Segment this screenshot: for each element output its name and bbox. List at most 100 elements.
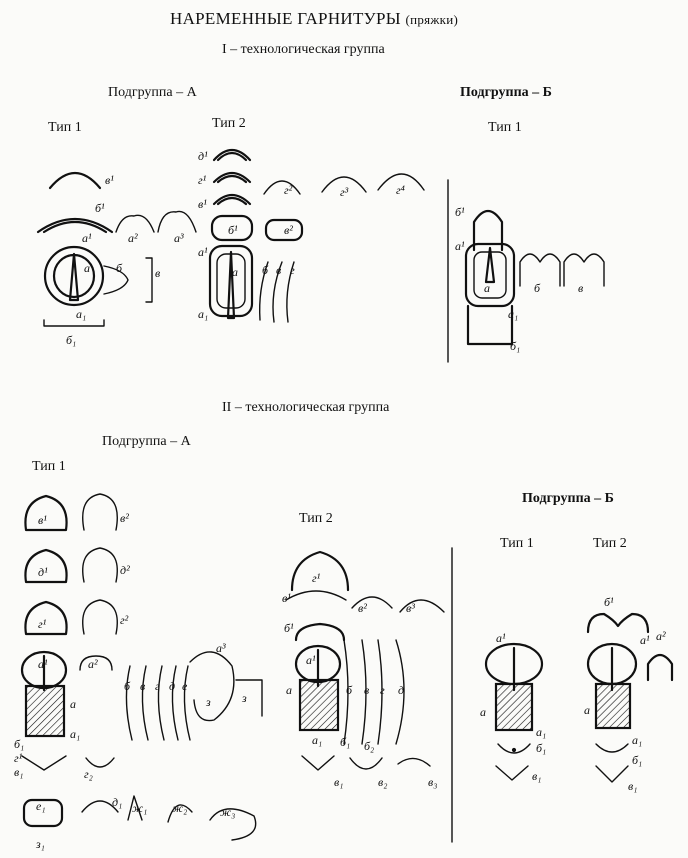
g1a1-tongue xyxy=(68,252,80,302)
g1b1-plate-b1 xyxy=(472,209,504,252)
label-v1-sub-g2a: в₁ xyxy=(14,765,23,779)
g1a2-plate-g2 xyxy=(263,180,301,195)
label-b2-g2a2: б₂ xyxy=(364,739,374,753)
label-b-t2: б xyxy=(262,263,269,277)
g2a1-plate-d2 xyxy=(82,547,118,583)
g2a1-loop-e1 xyxy=(22,798,64,828)
g1a2-profile-v xyxy=(272,261,283,323)
label-b1-g1b-bottom: б₁ xyxy=(510,339,520,353)
g1b1-frame-inner xyxy=(473,251,507,299)
g1-a-t2-figure xyxy=(208,148,425,323)
label-b1-top: б¹ xyxy=(95,201,105,215)
label-z-g2a: з xyxy=(241,691,247,705)
label-v-t2: в xyxy=(276,263,281,277)
label-g-g2a: г xyxy=(155,679,160,693)
label-g3: г³ xyxy=(340,185,349,199)
label-v: в xyxy=(155,266,160,280)
title-main: НАРЕМЕННЫЕ ГАРНИТУРЫ xyxy=(170,9,401,28)
label-a1-t2: а¹ xyxy=(198,245,208,259)
g2a1-frame-a2 xyxy=(79,655,113,671)
group-2-b-type-1-label: Тип 1 xyxy=(500,536,534,551)
label-v3-sub-g2a2: в₃ xyxy=(428,775,437,789)
label-a1-sub-g2a2: а₁ xyxy=(312,733,322,747)
label-a-g2a2: а xyxy=(286,683,292,697)
label-b1-g2a: б₁ xyxy=(14,737,24,751)
label-g2-sub-g2a: г₂ xyxy=(84,767,93,781)
g2-a-t1-figure xyxy=(20,493,263,841)
label-a1-bottom: а₁ xyxy=(76,307,86,321)
g2a2-tip-v3 xyxy=(397,757,431,767)
g2b1-rivet xyxy=(511,747,517,753)
label-g-g2a2: г xyxy=(380,683,385,697)
label-a1-sub-g2a: а₁ xyxy=(70,727,80,741)
g2a2-tip-v2 xyxy=(349,757,383,770)
g2a2-plate-v2 xyxy=(351,596,393,609)
label-a1-g1b: а¹ xyxy=(455,239,465,253)
label-b: б xyxy=(116,261,123,275)
label-g-t2: г xyxy=(290,263,295,277)
g2-a-t2-labels: г¹ в¹ в² в³ б¹ а¹ а а₁ б в г д б₁ б₂ в₁ … xyxy=(282,571,437,789)
label-v1-g2a: в¹ xyxy=(38,513,47,527)
label-a: а xyxy=(84,261,90,275)
label-a-t2: а xyxy=(232,265,238,279)
group-2-a-type-2-label: Тип 2 xyxy=(299,511,333,526)
g1a2-plate-d1 xyxy=(212,148,252,162)
label-a1-g2a: а¹ xyxy=(38,657,48,671)
label-b1-bottom: б₁ xyxy=(66,333,76,347)
g1a1-frame-outer xyxy=(43,245,105,307)
g1a1-plate-a3 xyxy=(157,210,197,233)
g2a2-plate-b1 xyxy=(294,622,346,642)
g2b2-frame-a2 xyxy=(646,653,674,682)
label-a2: а² xyxy=(128,231,138,245)
g1a2-plate-b2 xyxy=(264,218,304,242)
label-v1-t2: в¹ xyxy=(198,197,207,211)
label-v-g1b: в xyxy=(578,281,583,295)
g2a1-profile-b xyxy=(125,665,133,741)
label-a1-g2b1: а¹ xyxy=(496,631,506,645)
g2a2-profile-v xyxy=(361,639,367,745)
label-d1-g2a: д¹ xyxy=(38,565,48,579)
g2a1-plate-v2 xyxy=(82,493,118,531)
g2a1-end-zh2 xyxy=(167,804,193,823)
label-zh-g2a: з xyxy=(205,695,211,709)
g1a1-plate-a2 xyxy=(115,214,155,233)
g2a1-end-zh1 xyxy=(127,795,143,821)
label-a-g2b1: а xyxy=(480,705,486,719)
label-g4: г⁴ xyxy=(396,183,405,197)
g2a1-profile-d xyxy=(171,665,179,741)
label-g1-sub-g2a: г¹ xyxy=(14,751,23,765)
g2b1-tip-v1 xyxy=(495,765,529,781)
group-1-a-type-2-label: Тип 2 xyxy=(212,116,246,131)
label-a2-g2a: а² xyxy=(88,657,98,671)
g2a1-profile-v xyxy=(141,665,149,741)
g2a1-profile-g xyxy=(157,665,165,741)
label-a1-sub-g2b2: а₁ xyxy=(632,733,642,747)
label-d-g2a2: д xyxy=(398,683,404,697)
g1a1-bracket-b1 xyxy=(43,319,105,327)
group-1-a-type-1-label: Тип 1 xyxy=(48,120,82,135)
g2a2-plate-g1 xyxy=(290,550,350,592)
g2a2-plate-v1 xyxy=(285,590,347,601)
page-title: НАРЕМЕННЫЕ ГАРНИТУРЫ (пряжки) xyxy=(170,9,458,29)
label-a1-sub-g2b1: а₁ xyxy=(536,725,546,739)
g2a1-piece-zh xyxy=(189,651,235,722)
g1b1-variant-b xyxy=(519,253,561,287)
g1-b-t1-figure xyxy=(464,209,605,346)
g2b2-plate-b1 xyxy=(586,612,650,634)
label-zh2-g2a: ж₂ xyxy=(172,801,187,815)
g2a1-tip-v1 xyxy=(21,755,67,771)
g2a1-plate-d1 xyxy=(24,548,68,584)
label-d1: д¹ xyxy=(198,149,208,163)
label-zh3-g2a: ж₃ xyxy=(220,805,235,819)
label-v-g2a2: в xyxy=(364,683,369,697)
g2a1-plate-body xyxy=(24,684,66,738)
label-b-g2a: б xyxy=(124,679,131,693)
group-1-subgroup-b-label: Подгруппа – Б xyxy=(460,85,552,100)
label-b1-sub-g2a2: б₁ xyxy=(340,735,350,749)
g2b1-plate-body xyxy=(494,682,534,732)
g2a1-tip-g2 xyxy=(85,757,115,768)
g2a2-profile-g xyxy=(377,639,383,745)
label-v2-g2a2: в² xyxy=(358,601,367,615)
g2a2-tip-v1 xyxy=(301,755,335,771)
g1-b-t1-labels: б¹ а¹ а б в а₁ б₁ xyxy=(455,205,583,353)
